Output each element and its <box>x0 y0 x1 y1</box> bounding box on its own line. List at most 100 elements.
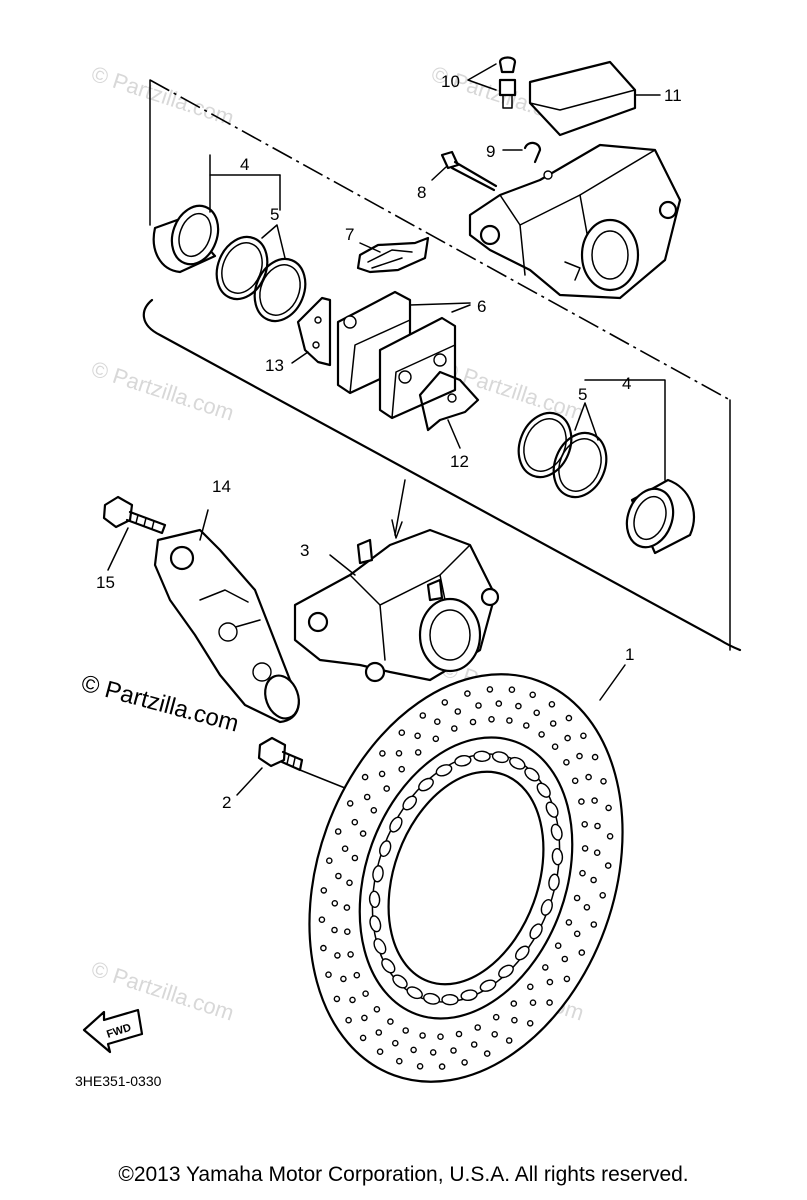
disc-hole <box>373 1006 381 1013</box>
disc-slot <box>381 958 396 974</box>
caliper-lower <box>293 528 500 683</box>
callout-8: 8 <box>417 183 426 202</box>
watermark: © Partzilla.com <box>88 356 237 426</box>
seal-rings-lower <box>517 402 608 499</box>
callout-12: 12 <box>450 452 469 471</box>
disc-slot <box>514 945 530 961</box>
disc-hole <box>571 777 579 785</box>
seal-rings-upper <box>215 224 307 323</box>
disc-hole <box>414 732 421 740</box>
disc-hole <box>349 996 356 1004</box>
disc-hole <box>470 1041 478 1048</box>
disc-hole <box>580 732 587 740</box>
disc-hole <box>398 765 406 773</box>
disc-hole <box>416 1063 424 1070</box>
disc-hole <box>318 916 326 924</box>
disc-hole <box>441 699 449 706</box>
caliper-upper <box>468 143 682 300</box>
callout-14: 14 <box>212 477 231 496</box>
disc-hole <box>549 720 557 727</box>
callout-4: 4 <box>240 155 249 174</box>
disc-slot <box>389 816 403 833</box>
disc-hole <box>475 702 482 709</box>
callout-5: 5 <box>578 385 587 404</box>
disc-hole <box>454 708 462 715</box>
disc-slot <box>406 986 423 1000</box>
disc-slot <box>551 848 564 866</box>
brake-pads <box>336 290 471 420</box>
disc-bolt <box>236 736 376 801</box>
disc-hole <box>432 735 440 743</box>
pad-shim-right <box>418 370 480 449</box>
disc-slot <box>368 890 381 908</box>
disc-hole <box>600 778 607 785</box>
disc-hole <box>341 845 349 853</box>
watermark: © Partzilla.com <box>88 61 237 131</box>
disc-hole <box>604 862 612 869</box>
disc-hole <box>561 955 569 963</box>
bracket-bolt <box>102 495 167 571</box>
disc-hole <box>585 773 592 781</box>
disc-hole <box>491 1031 499 1038</box>
disc-hole <box>346 800 354 807</box>
pad-spring <box>356 236 430 274</box>
disc-slot <box>379 840 392 858</box>
disc-hole <box>529 691 537 699</box>
disc-hole <box>455 1030 463 1038</box>
disc-hole <box>351 854 359 862</box>
disc-hole <box>362 990 369 998</box>
disc-hole <box>387 1018 394 1025</box>
disc-hole <box>438 1063 446 1070</box>
disc-hole <box>450 1047 457 1054</box>
disc-hole <box>347 951 354 958</box>
disc-hole <box>511 1016 518 1024</box>
disc-hole <box>551 743 559 751</box>
disc-hole <box>346 879 353 887</box>
piston-lower <box>584 379 695 555</box>
disc-hole <box>331 926 338 934</box>
disc-slot <box>550 823 563 841</box>
disc-hole <box>488 716 495 723</box>
disc-hole <box>325 857 333 865</box>
disc-slot <box>473 750 491 763</box>
pad-shim-left <box>291 296 332 367</box>
forward-arrow-icon: FWD <box>82 1008 144 1054</box>
piston-upper <box>152 154 281 274</box>
part-code: 3HE351-0330 <box>75 1073 162 1089</box>
disc-hole <box>505 1037 513 1044</box>
disc-slot <box>435 764 453 777</box>
copyright-notice: ©2013 Yamaha Motor Corporation, U.S.A. A… <box>118 1163 689 1186</box>
disc-slot <box>402 795 418 811</box>
disc-hole <box>325 971 332 979</box>
disc-hole <box>554 942 562 950</box>
disc-hole <box>334 828 342 835</box>
disc-hole <box>398 729 406 737</box>
disc-hole <box>542 964 549 971</box>
callout-15: 15 <box>96 573 115 592</box>
disc-slot <box>548 873 560 891</box>
disc-hole <box>343 904 351 911</box>
disc-hole <box>469 718 477 726</box>
disc-hole <box>331 900 339 907</box>
disc-hole <box>526 1020 534 1027</box>
disc-hole <box>581 845 589 852</box>
disc-hole <box>573 930 581 938</box>
disc-hole <box>495 700 503 707</box>
disc-hole <box>523 722 530 729</box>
disc-hole <box>419 712 427 719</box>
disc-hole <box>591 753 599 761</box>
disc-hole <box>510 1000 518 1007</box>
disc-hole <box>563 759 570 766</box>
disc-hole <box>576 752 583 760</box>
callout-9: 9 <box>486 142 495 161</box>
disc-hole <box>395 750 403 757</box>
callout-1: 1 <box>625 645 634 664</box>
disc-slot <box>372 865 384 883</box>
disc-slot <box>479 979 497 992</box>
disc-hole <box>581 821 589 828</box>
disc-hole <box>546 978 554 986</box>
caliper-bracket <box>153 509 300 724</box>
disc-slot <box>536 782 551 798</box>
disc-hole <box>579 869 586 877</box>
disc-hole <box>573 894 581 902</box>
